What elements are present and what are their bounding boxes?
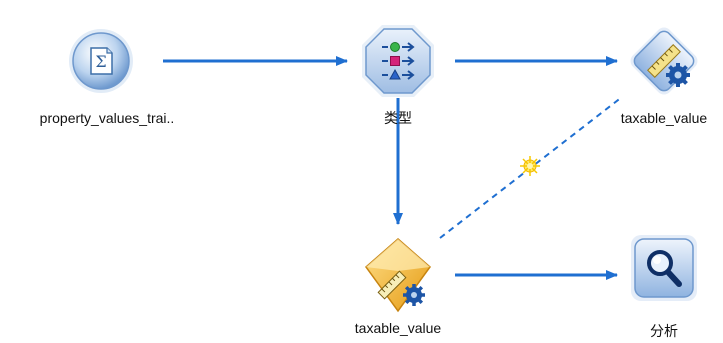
- type-node[interactable]: [362, 25, 434, 97]
- model-builder-node[interactable]: [364, 238, 432, 313]
- linear-model-builder-icon: [377, 270, 425, 306]
- type-node-icon: [382, 42, 415, 80]
- model-link-sparkle-icon: [520, 156, 540, 176]
- analysis-node[interactable]: [631, 235, 697, 301]
- analysis-magnifier-icon: [647, 250, 682, 287]
- model-nugget-label: taxable_value: [620, 110, 708, 126]
- source-node[interactable]: Σ: [69, 29, 133, 93]
- linear-model-nugget-icon: [647, 44, 690, 87]
- type-node-label: 类型: [384, 110, 412, 126]
- statistics-file-source-icon: Σ: [90, 47, 113, 75]
- model-builder-label: taxable_value: [354, 320, 442, 336]
- model-nugget-node[interactable]: [627, 24, 701, 98]
- source-node-label: property_values_trai..: [39, 110, 175, 126]
- analysis-node-label: 分析: [650, 323, 678, 339]
- svg-text:Σ: Σ: [95, 52, 106, 71]
